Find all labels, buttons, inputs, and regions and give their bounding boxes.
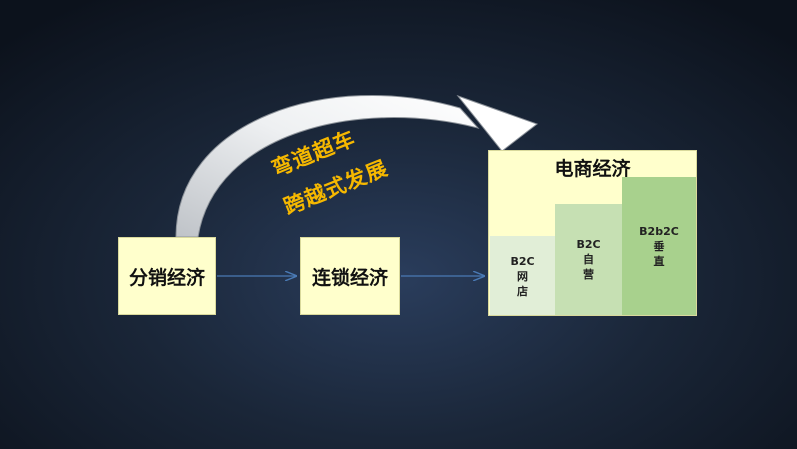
curved-arrow-icon (175, 95, 480, 238)
sub-box-b2c-ziying: B2C 自 营 (555, 204, 622, 315)
sub-box-3-line-1: B2b2C (639, 225, 679, 238)
sub-box-1-line-1: B2C (510, 255, 535, 268)
sub-box-1-line-3: 店 (517, 285, 528, 298)
liansuo-label: 连锁经济 (311, 266, 388, 289)
sub-box-2-line-1: B2C (576, 238, 601, 251)
fenxiao-label: 分销经济 (128, 266, 205, 289)
sub-box-2-line-3: 营 (583, 268, 594, 281)
fenxiao-box: 分销经济 (118, 237, 216, 315)
sub-box-3-line-3: 直 (653, 255, 665, 268)
sub-box-b2c-wangdian: B2C 网 店 (490, 236, 555, 315)
liansuo-box: 连锁经济 (300, 237, 400, 315)
sub-box-3-line-2: 垂 (653, 240, 665, 253)
sub-box-2-line-2: 自 (583, 253, 594, 266)
sub-box-b2b2c-chuizhi: B2b2C 垂 直 (622, 177, 696, 315)
curved-arrow-head-icon (456, 94, 539, 152)
dianshang-label: 电商经济 (554, 158, 631, 180)
sub-box-1-line-2: 网 (517, 270, 528, 283)
